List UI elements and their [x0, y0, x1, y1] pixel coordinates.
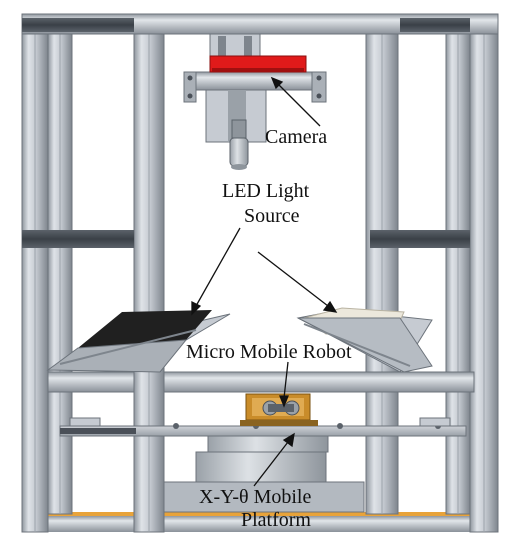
arrow-robot — [283, 361, 289, 399]
camera-label: Camera — [265, 126, 328, 148]
mid-bar-right — [370, 230, 470, 248]
micro-mobile-robot-label: Micro Mobile Robot — [186, 341, 352, 363]
xy-theta-platform — [59, 417, 467, 513]
led-panel-left — [46, 310, 231, 373]
camera-assembly — [183, 33, 327, 170]
arrow-led-left — [195, 227, 241, 307]
base-strip — [22, 512, 498, 518]
arrow-led-right — [257, 251, 329, 307]
mid-bar-left — [22, 230, 134, 248]
arrow-camera — [277, 83, 321, 127]
platform-label-line1: X-Y-θ Mobile — [199, 486, 312, 508]
annotation-arrows — [191, 76, 338, 487]
micro-robot — [240, 393, 318, 426]
led-panel-right — [296, 307, 433, 373]
led-light-source-label-line1: LED Light — [222, 180, 310, 202]
camera-lens — [229, 137, 249, 167]
right-outer-posts — [445, 13, 499, 533]
lower-beam-left — [47, 371, 135, 393]
platform-label-line2: Platform — [241, 509, 311, 531]
top-beam-dark-right — [400, 18, 470, 32]
top-beam-dark-left — [22, 18, 134, 32]
left-outer-posts — [21, 13, 73, 533]
arrow-platform — [253, 441, 289, 487]
led-light-source-label-line2: Source — [244, 205, 300, 227]
lower-beam — [163, 371, 475, 393]
